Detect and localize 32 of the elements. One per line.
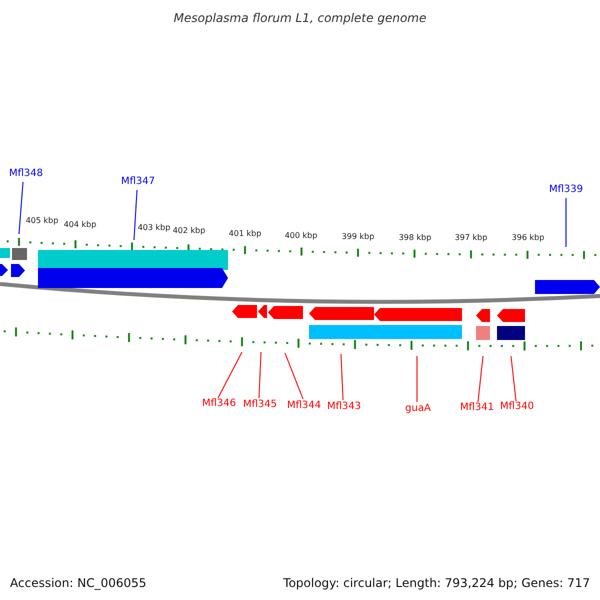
gene-label: Mfl345 [243, 400, 277, 410]
leader-line [478, 356, 484, 402]
leader-line [258, 352, 262, 398]
scale-label: 400 kbp [284, 232, 318, 240]
gene-label: Mfl344 [287, 401, 321, 411]
leader-line [510, 356, 516, 402]
gene-label: Mfl341 [460, 403, 494, 413]
scale-label: 396 kbp [512, 234, 544, 242]
leader-line [18, 182, 24, 234]
scale-label: 403 kbp [138, 224, 170, 232]
genome-info-text: Topology: circular; Length: 793,224 bp; Genes: 717 [283, 577, 590, 589]
scale-label: 402 kbp [172, 227, 206, 235]
accession-text: Accession: NC_006055 [10, 577, 146, 589]
gene-label: Mfl339 [549, 185, 583, 195]
gene-label: guaA [405, 404, 431, 414]
scale-label: 397 kbp [454, 234, 488, 242]
gene-label: Mfl347 [121, 177, 155, 187]
leader-line [340, 354, 344, 400]
scale-label: 399 kbp [342, 233, 374, 241]
scale-label: 398 kbp [398, 234, 432, 242]
gene-label: Mfl346 [202, 399, 236, 409]
scale-label: 404 kbp [64, 221, 96, 229]
leader-line [134, 190, 138, 240]
title: Mesoplasma florum L1, complete genome [174, 12, 426, 24]
scale-label: 401 kbp [228, 230, 262, 238]
leader-line [284, 352, 304, 400]
gene-label: Mfl340 [500, 402, 534, 412]
leader-line [218, 352, 242, 398]
gene-label: Mfl348 [9, 169, 43, 179]
scale-label: 405 kbp [26, 217, 58, 225]
leader-line [416, 356, 418, 402]
gene-label: Mfl343 [327, 402, 361, 412]
